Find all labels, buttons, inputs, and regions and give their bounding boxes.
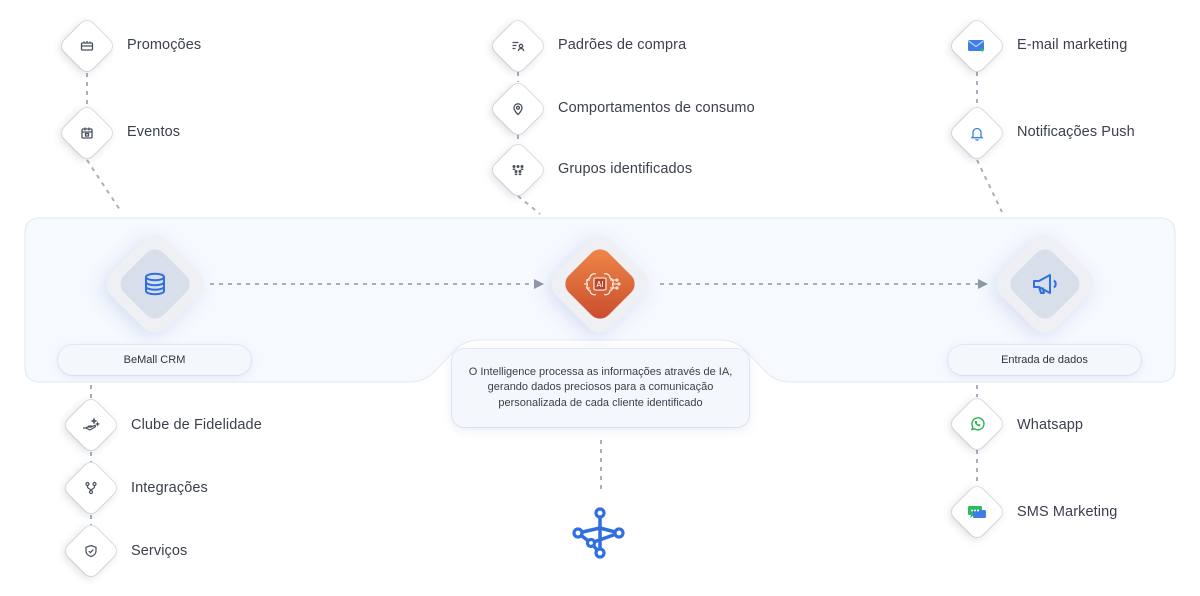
network-logo-icon (571, 505, 631, 565)
integracoes-node (62, 459, 120, 517)
database-icon (100, 229, 210, 339)
email-node (948, 17, 1006, 75)
whatsapp-node (948, 395, 1006, 453)
sms-label: SMS Marketing (1017, 504, 1118, 520)
grupos-node (489, 141, 547, 199)
whatsapp-label: Whatsapp (1017, 417, 1084, 433)
integracoes-label: Integrações (131, 480, 208, 496)
comportamentos-node (489, 80, 547, 138)
whatsapp-icon (951, 398, 1003, 450)
servicos-label: Serviços (131, 543, 188, 559)
bell-icon (951, 107, 1003, 159)
megaphone-icon (990, 229, 1100, 339)
ai-description: O Intelligence processa as informações a… (452, 349, 749, 427)
eventos-node (58, 104, 116, 162)
fidelidade-label: Clube de Fidelidade (131, 417, 262, 433)
promocoes-label: Promoções (127, 37, 202, 53)
hand-sparkle-icon (65, 399, 117, 451)
branch-icon (65, 462, 117, 514)
push-node (948, 104, 1006, 162)
comportamentos-label: Comportamentos de consumo (558, 100, 755, 116)
list-user-icon (492, 20, 544, 72)
servicos-node (62, 522, 120, 580)
group-icon (492, 144, 544, 196)
crm-label: BeMall CRM (58, 345, 251, 375)
sms-node (948, 483, 1006, 541)
eventos-label: Eventos (127, 124, 181, 140)
email-icon (951, 20, 1003, 72)
ai-brain-icon: AI (545, 229, 655, 339)
output-hub (989, 228, 1101, 340)
grupos-label: Grupos identificados (558, 161, 693, 177)
fidelidade-node (62, 396, 120, 454)
output-label: Entrada de dados (948, 345, 1141, 375)
ticket-icon (61, 20, 113, 72)
sms-chat-icon (951, 486, 1003, 538)
padroes-node (489, 17, 547, 75)
shield-check-icon (65, 525, 117, 577)
push-label: Notificações Push (1017, 124, 1135, 140)
promocoes-node (58, 17, 116, 75)
ai-text: AI (596, 279, 604, 289)
padroes-label: Padrões de compra (558, 37, 687, 53)
ai-hub: AI (544, 228, 656, 340)
email-label: E-mail marketing (1017, 37, 1128, 53)
calendar-icon (61, 107, 113, 159)
location-pin-icon (492, 83, 544, 135)
crm-hub (99, 228, 211, 340)
